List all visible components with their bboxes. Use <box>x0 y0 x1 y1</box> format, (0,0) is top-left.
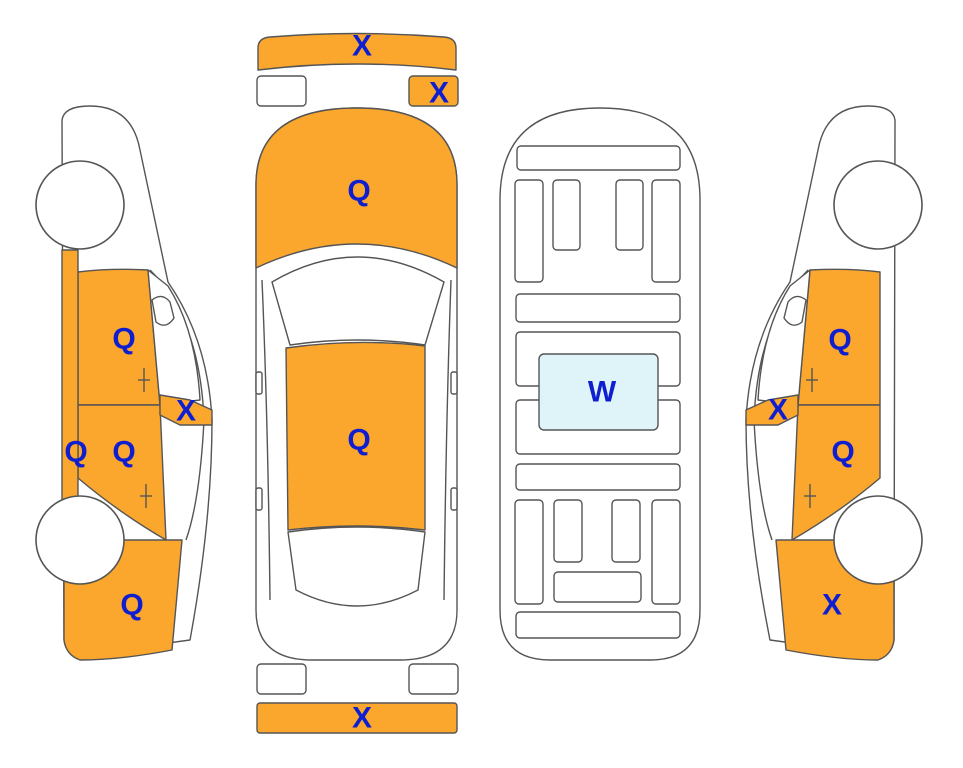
left-side-handle-2 <box>255 487 263 511</box>
right-side-handle <box>450 371 458 395</box>
floor-seat-5 <box>514 499 544 605</box>
windshield-line <box>271 256 445 346</box>
floor-view <box>499 107 701 661</box>
rear-left-light[interactable] <box>256 663 307 695</box>
label-left-mirror: X <box>176 395 196 428</box>
front-bumper-panel[interactable] <box>257 32 457 71</box>
right-mirror-panel[interactable] <box>745 394 799 426</box>
right-rear-wheel <box>833 495 923 585</box>
floor-bar-6 <box>553 571 642 603</box>
floor-seat-6 <box>553 499 583 563</box>
top-view <box>255 32 459 734</box>
label-left-rear-door: Q <box>112 436 135 469</box>
floor-seat-2 <box>552 179 581 251</box>
label-roof: Q <box>347 424 370 457</box>
label-right-rear-quarter: X <box>822 589 842 622</box>
label-floor-center: W <box>588 376 617 409</box>
label-rear-bumper: X <box>352 702 372 735</box>
label-hood: Q <box>347 175 370 208</box>
left-front-wheel <box>35 160 125 250</box>
label-right-front-door: Q <box>828 324 851 357</box>
floor-bar-1 <box>516 145 681 171</box>
right-side-handle-2 <box>450 487 458 511</box>
left-side-view <box>35 105 213 661</box>
floor-bar-7 <box>515 611 681 639</box>
left-side-handle <box>255 371 263 395</box>
right-quarter-window <box>783 295 807 326</box>
front-right-light[interactable] <box>408 75 459 107</box>
left-quarter-window <box>151 295 175 326</box>
hood-panel[interactable] <box>255 107 458 269</box>
floor-center-panel[interactable] <box>538 353 659 431</box>
floor-seat-1 <box>514 179 544 283</box>
left-pillar-line <box>261 279 271 601</box>
right-pillar-line <box>443 279 452 601</box>
right-side-view <box>745 105 923 661</box>
front-left-light[interactable] <box>256 75 307 107</box>
rear-window-line <box>287 526 426 607</box>
damage-labels: X X Q Q X W Q X Q Q Q Q X Q X <box>64 30 854 735</box>
rear-right-light[interactable] <box>408 663 459 695</box>
floor-seat-7 <box>611 499 641 563</box>
roof-panel[interactable] <box>285 341 426 531</box>
label-right-mirror: X <box>768 394 788 427</box>
label-front-right-light: X <box>429 77 449 110</box>
left-mirror-panel[interactable] <box>159 394 213 426</box>
right-front-wheel <box>833 160 923 250</box>
label-left-rocker: Q <box>64 436 87 469</box>
floor-seat-8 <box>651 499 681 605</box>
label-left-front-door: Q <box>112 323 135 356</box>
label-left-rear-quarter: Q <box>120 589 143 622</box>
floor-bar-2 <box>515 293 681 323</box>
label-right-rear-door: Q <box>831 436 854 469</box>
floor-bar-5 <box>515 463 681 491</box>
rear-bumper-panel[interactable] <box>256 702 458 734</box>
floor-seat-3 <box>615 179 644 251</box>
left-rear-wheel <box>35 495 125 585</box>
floor-seat-4 <box>651 179 681 283</box>
label-front-bumper: X <box>352 30 372 63</box>
